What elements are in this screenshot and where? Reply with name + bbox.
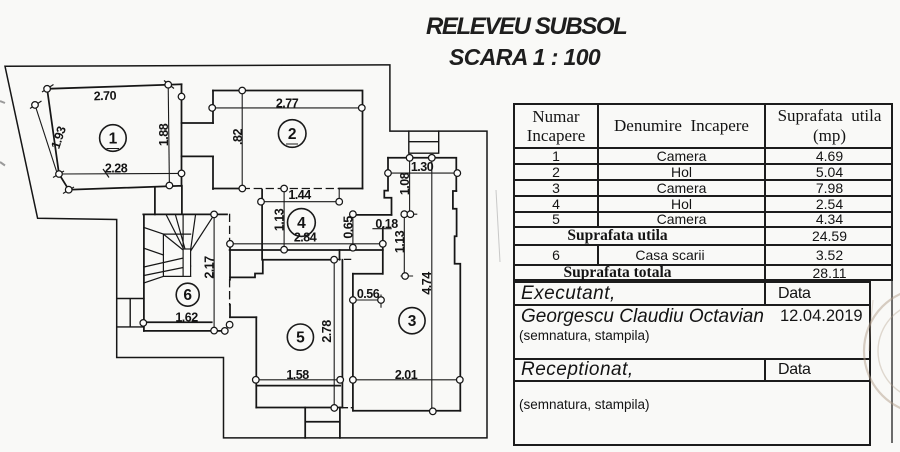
svg-text:0.65: 0.65 [341,216,355,239]
svg-text:1.93: 1.93 [49,124,69,150]
svg-text:2.70: 2.70 [93,89,116,104]
svg-text:1.08: 1.08 [398,172,412,195]
svg-text:1.88: 1.88 [157,123,171,146]
svg-text:.82: .82 [231,129,245,145]
svg-text:2.84: 2.84 [294,231,317,245]
svg-text:1: 1 [109,131,118,148]
svg-text:0.56: 0.56 [357,287,380,301]
svg-text:1.30: 1.30 [411,160,434,174]
svg-text:0.18: 0.18 [375,217,398,231]
svg-text:1.13: 1.13 [273,208,287,231]
svg-text:3: 3 [408,313,417,330]
svg-text:2.17: 2.17 [203,256,217,279]
svg-text:5: 5 [296,330,305,347]
svg-text:1.62: 1.62 [175,311,198,325]
svg-text:6: 6 [183,287,192,304]
svg-text:4.74: 4.74 [420,272,434,295]
svg-text:1.13: 1.13 [393,230,407,253]
svg-text:2.28: 2.28 [105,162,128,176]
svg-text:2.78: 2.78 [320,320,334,343]
svg-text:2: 2 [288,126,297,143]
svg-text:1.58: 1.58 [286,368,309,382]
svg-text:2.77: 2.77 [276,97,299,111]
svg-text:2.01: 2.01 [395,368,418,382]
svg-text:4: 4 [297,215,306,232]
svg-text:1.44: 1.44 [288,188,311,202]
